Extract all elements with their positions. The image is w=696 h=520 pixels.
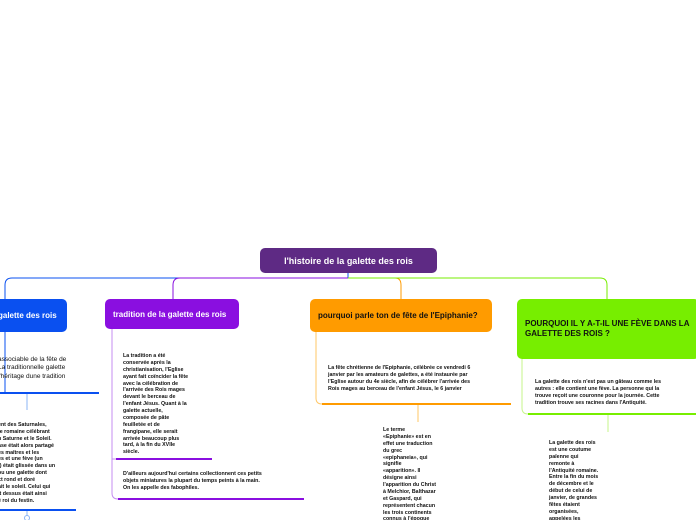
note-b1-detail[interactable]: ent des Saturnales, te romaine célébrant… [0, 422, 56, 504]
root-node[interactable]: l'histoire de la galette des rois [260, 248, 437, 273]
connector-b4-text [521, 359, 696, 415]
connector-root-b3 [348, 277, 402, 299]
branch-pourquoi-feve[interactable]: POURQUOI IL Y A-T-IL UNE FÈVE DANS LA GA… [517, 299, 696, 359]
branch-tradition[interactable]: tradition de la galette des rois [105, 299, 239, 329]
connector-b3-text [315, 332, 511, 405]
connector-b2-text [111, 329, 304, 500]
branch-label: galette des rois [0, 311, 57, 320]
branch-epiphanie[interactable]: pourquoi parle ton de fête de l'Epiphani… [310, 299, 492, 332]
note-b2-main[interactable]: La tradition a été conservée après la ch… [123, 353, 189, 456]
branch-label: pourquoi parle ton de fête de l'Epiphani… [318, 311, 478, 320]
note-b1-intro[interactable]: associable de la fête de La traditionnel… [0, 356, 67, 380]
connector-root-b1 [4, 273, 349, 299]
note-b4-second[interactable]: La galette des rois est une coutume païe… [549, 440, 599, 520]
collapse-handle-b1 [24, 515, 30, 520]
note-b3-main[interactable]: La fête chrétienne de l'Epiphanie, céléb… [328, 365, 471, 392]
connector-root-b2 [172, 277, 348, 299]
branch-label: tradition de la galette des rois [113, 309, 227, 319]
note-b2-second[interactable]: D'ailleurs aujourd'hui certains collecti… [123, 471, 262, 491]
note-b3-second[interactable]: Le terme «Epiphanie» est en effet une tr… [383, 427, 437, 520]
branch-label: POURQUOI IL Y A-T-IL UNE FÈVE DANS LA GA… [525, 319, 690, 338]
note-b4-main[interactable]: La galette des rois n'est pas un gâteau … [535, 379, 662, 406]
connector-root-b4 [348, 277, 608, 299]
root-title: l'histoire de la galette des rois [284, 255, 413, 266]
branch-galette-des-rois[interactable]: galette des rois [0, 299, 67, 332]
